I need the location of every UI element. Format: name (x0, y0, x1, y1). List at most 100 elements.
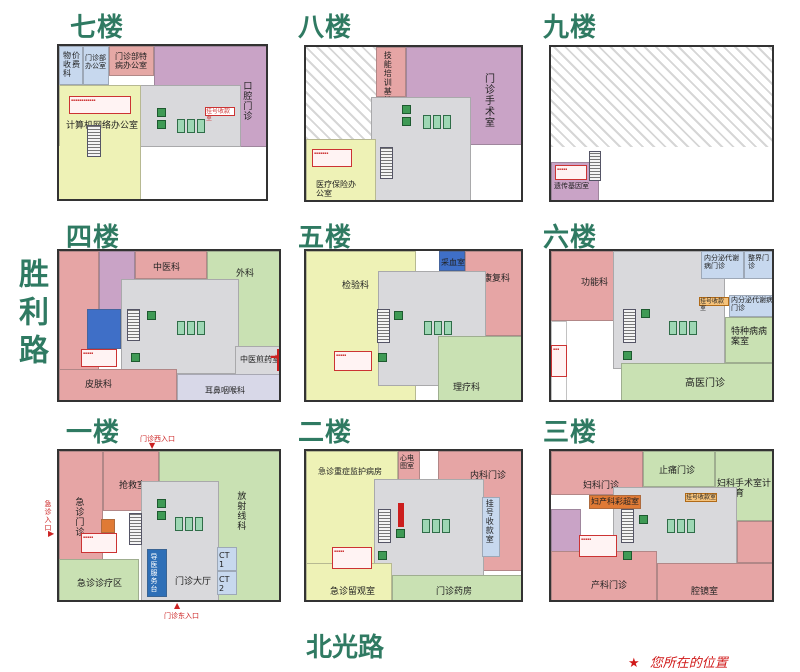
stairs-4 (127, 309, 140, 341)
room-blue-4 (87, 309, 121, 349)
room-obstetrics-label: 产科门诊 (591, 581, 628, 591)
room-ct1[interactable] (217, 547, 237, 571)
toilet-icon (623, 551, 632, 560)
room-registration-6-label: 挂号收款室 (700, 298, 725, 312)
room-lab-label: 检验科 (342, 281, 370, 291)
room-surgery-8-label: 门诊手术室 (482, 73, 494, 128)
elevator-icon (422, 519, 430, 533)
toilet-icon (639, 515, 648, 524)
room-obstetrics[interactable] (551, 551, 657, 600)
floor-map-2[interactable]: 急诊重症监护病房 心电图室 内科门诊 挂号收款室 急诊留观室 门诊药房 ▪▪▪▪… (304, 449, 523, 602)
room-physio[interactable] (438, 336, 521, 400)
elevator-icon (669, 321, 677, 335)
room-pain[interactable] (643, 451, 715, 487)
entrance-west-label: 门诊西入口 (140, 435, 175, 443)
room-endoscopy[interactable] (657, 563, 772, 600)
toilet-icon (157, 499, 166, 508)
elevator-icon (677, 519, 685, 533)
elevator-icon (197, 119, 205, 133)
toilet-icon (378, 551, 387, 560)
floor-map-7[interactable]: 物价收费科 门诊部办公室 门诊部特病办公室 口腔门诊 计算机网络办公室 ▪▪▪▪… (57, 44, 268, 201)
stairs-6 (623, 309, 636, 343)
corridor-4b (235, 346, 279, 376)
floor-label-8: 八楼 (298, 13, 353, 43)
toilet-icon (157, 511, 166, 520)
toilet-icon (131, 353, 140, 362)
floor-map-5[interactable]: 检验科 采血室 康复科 理疗科 ▪▪▪▪▪ (304, 249, 523, 402)
room-emergency-area[interactable] (59, 559, 139, 600)
unused-area-8 (306, 47, 376, 139)
room-derm-label: 皮肤科 (85, 380, 113, 390)
elevator-icon (187, 321, 195, 335)
current-location-marker (398, 503, 404, 527)
floor-map-8[interactable]: 技能培训基地 门诊手术室 医疗保险办公室 ▪▪▪▪▪▪▪ (304, 45, 523, 202)
entrance-south-label: 门诊东入口 (164, 612, 199, 620)
room-consult[interactable] (147, 549, 167, 597)
notice-board-1: ▪▪▪▪▪ (81, 533, 117, 553)
room-ent-label: 耳鼻咽喉科 (205, 386, 245, 395)
room-observation[interactable] (306, 563, 392, 600)
toilet-icon (147, 311, 156, 320)
room-gyn-ultra[interactable] (589, 495, 641, 509)
elevator-icon (177, 119, 185, 133)
elevator-icon (424, 321, 432, 335)
unused-area-9 (551, 47, 772, 147)
notice-board-7: ▪▪▪▪▪▪▪▪▪▪▪▪ (69, 96, 131, 114)
room-radiology-label: 放射线科 (235, 491, 246, 531)
room-registration-2[interactable] (482, 497, 500, 557)
room-ct2[interactable] (217, 571, 237, 595)
room-hall-label: 门诊大厅 (175, 577, 212, 587)
toilet-icon (157, 108, 166, 117)
room-outpatient-office[interactable] (83, 46, 109, 85)
floor-map-1[interactable]: 急诊门诊 抢救室 放射线科 门诊大厅 急诊诊疗区 导医服务台 CT 1 CT 2… (57, 449, 281, 602)
floor-label-3: 三楼 (543, 418, 598, 448)
room-tcm[interactable] (135, 251, 207, 279)
room-surgery-4-label: 外科 (236, 269, 255, 279)
floor-label-7: 七楼 (70, 13, 125, 43)
room-special-office[interactable] (109, 46, 154, 76)
room-pharmacy[interactable] (392, 575, 521, 600)
room-registration-7-label: 挂号收款室 (206, 108, 231, 122)
room-endo1[interactable] (701, 251, 744, 279)
room-icu-label: 急诊重症监护病房 (318, 467, 382, 476)
room-fee[interactable] (59, 46, 83, 85)
room-outpatient-office-label: 门诊部办公室 (85, 54, 106, 71)
floor-map-6[interactable]: 功能科 内分泌代谢病门诊 整界门诊 内分泌代谢病门诊 挂号收款室 特种病病案室 … (549, 249, 774, 402)
room-ent[interactable] (177, 374, 279, 400)
room-registration-7[interactable]: 挂号收款室 (205, 107, 235, 122)
toilet-icon (378, 353, 387, 362)
floor-map-9[interactable]: 遗传基因室 ▪▪▪▪▪ (549, 45, 774, 202)
room-senior[interactable] (621, 363, 772, 400)
room-computer-ext (59, 146, 84, 199)
room-registration-3-label: 挂号收款室 (686, 494, 717, 501)
floor-label-2: 二楼 (298, 418, 353, 448)
toilet-icon (641, 309, 650, 318)
room-endo2[interactable] (729, 295, 772, 317)
room-border[interactable] (744, 251, 772, 279)
room-border-label: 整界门诊 (748, 254, 769, 271)
arrow-down-icon: ▼ (149, 441, 156, 450)
room-special[interactable] (725, 317, 772, 363)
room-gyn-label: 妇科门诊 (583, 481, 620, 491)
room-senior-label: 高医门诊 (685, 378, 725, 389)
room-special-office-label: 门诊部特病办公室 (115, 52, 147, 71)
room-derm[interactable] (59, 369, 177, 400)
room-observation-label: 急诊留观室 (330, 587, 376, 597)
legend-text: 您所在的位置 (649, 656, 728, 671)
entrance-emergency-label: 急诊入口 (44, 500, 52, 532)
room-registration-3[interactable]: 挂号收款室 (685, 493, 717, 502)
arrow-right-icon: ➡ (270, 352, 279, 363)
floor-map-3[interactable]: 妇科门诊 止痛门诊 妇科手术室计划生育 妇产科彩超室 挂号收款室 产科门诊 腔镜… (549, 449, 774, 602)
stairs-8 (380, 147, 393, 179)
elevator-icon (197, 321, 205, 335)
elevator-icon (689, 321, 697, 335)
room-blood[interactable] (439, 251, 465, 271)
room-endoscopy-label: 腔镜室 (691, 587, 719, 597)
elevator-icon (185, 517, 193, 531)
floor-map-4[interactable]: 中医科 外科 中医煎药室 皮肤科 耳鼻咽喉科 ▪▪▪▪▪ (57, 249, 281, 402)
room-training[interactable] (376, 47, 406, 97)
room-right-3 (737, 521, 772, 563)
road-south-label: 北光路 (306, 633, 385, 663)
room-registration-6[interactable]: 挂号收款室 (699, 297, 729, 312)
current-location-marker (277, 349, 279, 371)
